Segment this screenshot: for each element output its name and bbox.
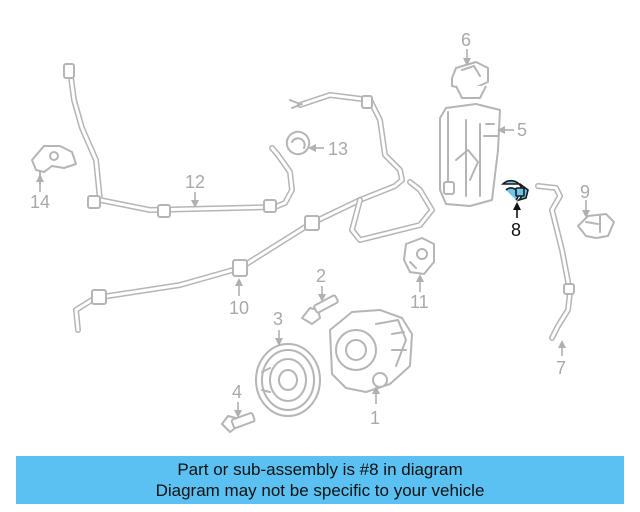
- part-1-pump: [329, 309, 413, 393]
- part-7-suction-hose: [535, 183, 575, 341]
- part-8-clamp: [501, 179, 529, 202]
- callout-2: 2: [316, 266, 326, 286]
- leader-lines: [36, 49, 590, 418]
- callout-14: 14: [30, 192, 50, 212]
- part-4-bolt: [221, 412, 256, 433]
- part-13-clamp: [285, 130, 311, 156]
- banner-line-2: Diagram may not be specific to your vehi…: [155, 481, 485, 500]
- part-3-pulley: [255, 343, 321, 417]
- part-6-cap: [451, 61, 489, 99]
- callout-1: 1: [370, 408, 380, 428]
- part-12-return-line: [63, 63, 295, 218]
- callout-6: 6: [461, 30, 471, 50]
- info-banner: Part or sub-assembly is #8 in diagram Di…: [16, 456, 624, 504]
- callout-13: 13: [328, 139, 348, 159]
- part-2-bolt: [301, 294, 339, 325]
- callout-7: 7: [556, 358, 566, 378]
- callout-10: 10: [229, 298, 249, 318]
- banner-line-1: Part or sub-assembly is #8 in diagram: [177, 460, 463, 479]
- callout-5: 5: [517, 120, 527, 140]
- callout-8: 8: [511, 220, 521, 240]
- part-9-bracket: [577, 213, 615, 239]
- part-11-bracket: [403, 237, 435, 275]
- callout-11: 11: [410, 292, 429, 312]
- callout-4: 4: [232, 382, 242, 402]
- callout-12: 12: [185, 172, 205, 192]
- part-5-reservoir: [439, 103, 501, 207]
- callout-3: 3: [273, 309, 283, 329]
- callout-9: 9: [580, 182, 590, 202]
- part-14-bracket: [31, 145, 77, 185]
- part-10-pressure-hose: [73, 92, 435, 333]
